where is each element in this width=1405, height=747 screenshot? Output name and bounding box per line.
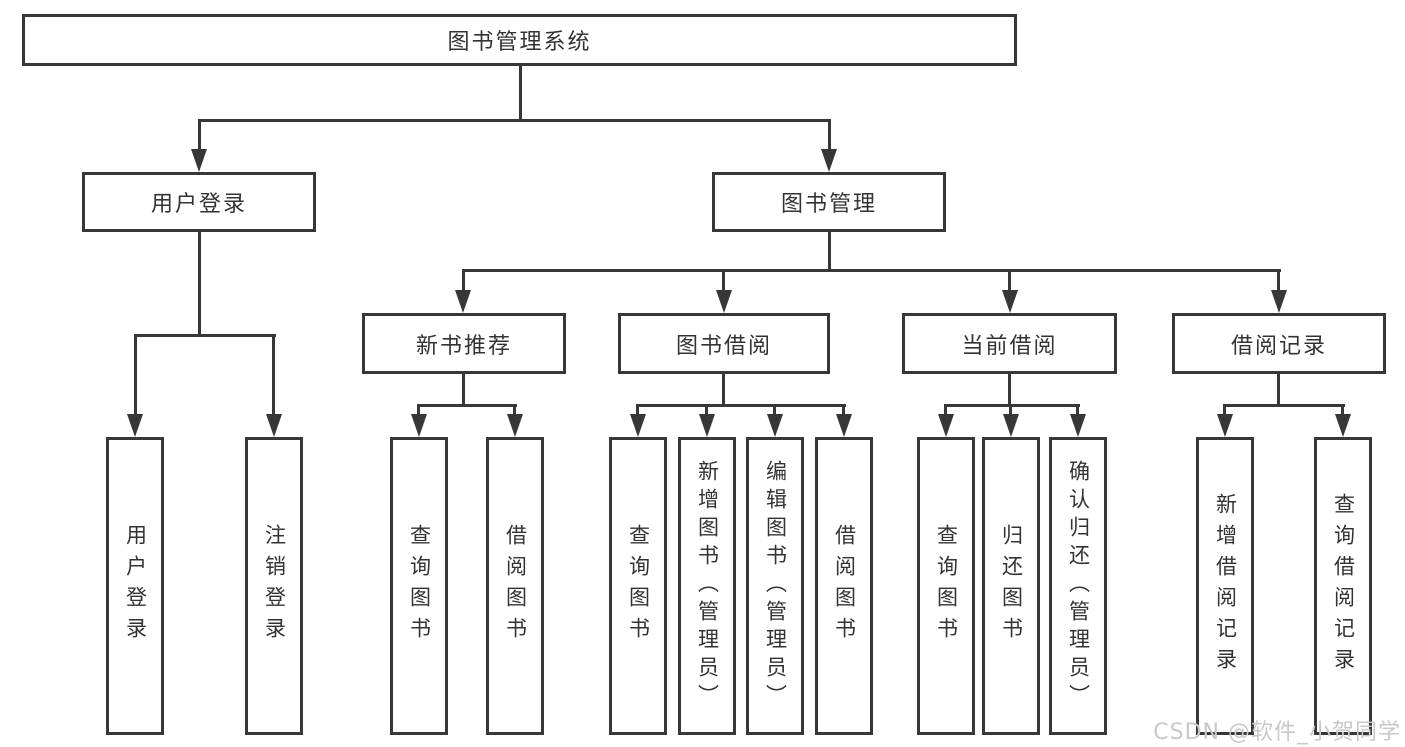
connector-line xyxy=(417,404,517,407)
arrowhead-down-icon xyxy=(1070,414,1086,437)
arrowhead-down-icon xyxy=(411,414,427,437)
connector-line xyxy=(705,404,708,416)
arrowhead-down-icon xyxy=(1217,414,1233,437)
leaf-user-login: 用户登录 xyxy=(106,437,164,735)
leaf-label: 查询借阅记录 xyxy=(1331,493,1356,679)
connector-line xyxy=(842,404,845,416)
arrowhead-down-icon xyxy=(266,414,282,437)
connector-line xyxy=(513,404,516,416)
connector-line xyxy=(417,404,420,416)
arrowhead-down-icon xyxy=(127,414,143,437)
arrowhead-down-icon xyxy=(630,414,646,437)
leaf-label: 查询图书 xyxy=(626,524,651,648)
connector-line xyxy=(1223,404,1226,416)
leaf-borrow-books-2: 借阅图书 xyxy=(815,437,873,735)
leaf-borrow-books-1: 借阅图书 xyxy=(486,437,544,735)
leaf-add-books-admin: 新增图书（管理员） xyxy=(678,437,736,735)
connector-line xyxy=(134,334,137,414)
node-label: 当前借阅 xyxy=(961,333,1058,359)
connector-line xyxy=(462,269,465,291)
node-label: 用户登录 xyxy=(150,192,247,217)
arrowhead-down-icon xyxy=(1003,414,1019,437)
connector-line xyxy=(1009,404,1012,416)
connector-line xyxy=(1277,372,1280,407)
leaf-label: 借阅图书 xyxy=(832,524,857,648)
leaf-label: 确认归还（管理员） xyxy=(1066,460,1091,712)
node-user-login: 用户登录 xyxy=(82,172,316,232)
node-borrow-record: 借阅记录 xyxy=(1172,313,1386,374)
leaf-return-books: 归还图书 xyxy=(982,437,1040,735)
leaf-add-borrow-record: 新增借阅记录 xyxy=(1196,437,1254,735)
connector-line xyxy=(773,404,776,416)
leaf-logout: 注销登录 xyxy=(245,437,303,735)
node-current-borrow: 当前借阅 xyxy=(902,313,1117,374)
node-label: 图书管理系统 xyxy=(447,30,592,55)
connector-line xyxy=(944,404,1080,407)
connector-line xyxy=(1223,404,1345,407)
leaf-label: 编辑图书（管理员） xyxy=(763,460,788,712)
connector-line xyxy=(519,64,522,121)
leaf-label: 查询图书 xyxy=(407,524,432,648)
arrowhead-down-icon xyxy=(1271,290,1287,313)
leaf-query-books-2: 查询图书 xyxy=(609,437,667,735)
arrowhead-down-icon xyxy=(1335,414,1351,437)
connector-line xyxy=(198,230,201,336)
leaf-label: 归还图书 xyxy=(999,524,1024,648)
node-label: 借阅记录 xyxy=(1230,333,1327,359)
leaf-label: 查询图书 xyxy=(934,524,959,648)
connector-line xyxy=(1008,372,1011,407)
connector-line xyxy=(1341,404,1344,416)
leaf-confirm-return-admin: 确认归还（管理员） xyxy=(1049,437,1107,735)
csdn-watermark: CSDN @软件_小贺同学 xyxy=(1153,720,1401,745)
connector-line xyxy=(462,269,1281,272)
connector-line xyxy=(636,404,846,407)
arrowhead-down-icon xyxy=(836,414,852,437)
leaf-label: 用户登录 xyxy=(123,524,148,648)
node-book-borrow: 图书借阅 xyxy=(618,313,830,374)
arrowhead-down-icon xyxy=(716,290,732,313)
arrowhead-down-icon xyxy=(699,414,715,437)
connector-line xyxy=(636,404,639,416)
connector-line xyxy=(1076,404,1079,416)
arrowhead-down-icon xyxy=(1002,290,1018,313)
arrowhead-down-icon xyxy=(938,414,954,437)
node-label: 新书推荐 xyxy=(415,333,512,359)
arrowhead-down-icon xyxy=(455,290,471,313)
connector-line xyxy=(722,269,725,291)
arrowhead-down-icon xyxy=(507,414,523,437)
connector-line xyxy=(722,372,725,407)
arrowhead-down-icon xyxy=(767,414,783,437)
leaf-query-borrow-record: 查询借阅记录 xyxy=(1314,437,1372,735)
node-book-management: 图书管理 xyxy=(712,172,946,232)
connector-line xyxy=(462,372,465,407)
leaf-query-books-3: 查询图书 xyxy=(917,437,975,735)
node-label: 图书借阅 xyxy=(675,333,772,359)
leaf-label: 新增借阅记录 xyxy=(1213,493,1238,679)
connector-line xyxy=(1277,269,1280,291)
leaf-label: 新增图书（管理员） xyxy=(695,460,720,712)
connector-line xyxy=(198,119,831,122)
leaf-label: 借阅图书 xyxy=(503,524,528,648)
leaf-edit-books-admin: 编辑图书（管理员） xyxy=(746,437,804,735)
connector-line xyxy=(1008,269,1011,291)
leaf-label: 注销登录 xyxy=(262,524,287,648)
connector-line xyxy=(198,119,201,150)
node-new-book-recommend: 新书推荐 xyxy=(362,313,566,374)
connector-line xyxy=(272,334,275,414)
connector-line xyxy=(134,334,276,337)
connector-line xyxy=(944,404,947,416)
arrowhead-down-icon xyxy=(821,149,837,172)
leaf-query-books-1: 查询图书 xyxy=(390,437,448,735)
node-root-library-system: 图书管理系统 xyxy=(22,14,1017,66)
node-label: 图书管理 xyxy=(780,192,877,217)
connector-line xyxy=(828,230,831,272)
connector-line xyxy=(828,119,831,150)
arrowhead-down-icon xyxy=(191,149,207,172)
